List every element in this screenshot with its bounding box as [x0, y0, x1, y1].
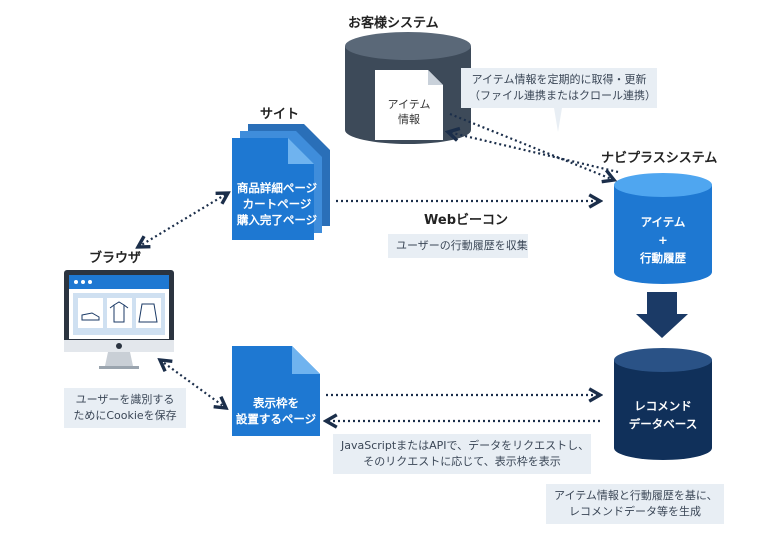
customer-doc-label-line2: 情報	[398, 113, 420, 126]
generate-caption-line2: レコメンドデータ等を生成	[569, 505, 701, 518]
recommend-db-label-line2: データベース	[628, 417, 698, 431]
navi-db-label-plus: +	[658, 233, 668, 247]
site-pages-label: 商品詳細ページ カートページ 購入完了ページ	[232, 180, 322, 228]
site-pages-document-icon	[232, 124, 330, 240]
request-caption-line2: そのリクエストに応じて、表示枠を表示	[363, 455, 561, 468]
recommend-db-label: レコメンド データベース	[614, 397, 712, 433]
site-title: サイト	[260, 107, 300, 122]
display-page-label-line1: 表示枠を	[253, 396, 299, 410]
web-beacon-title: Webビーコン	[424, 213, 508, 228]
request-caption: JavaScriptまたはAPIで、データをリクエストし、 そのリクエストに応じ…	[333, 434, 591, 474]
navi-system-cylinder	[614, 173, 712, 284]
customer-doc-label: アイテム 情報	[375, 97, 443, 127]
navi-db-label: アイテム + 行動履歴	[614, 213, 712, 267]
display-page-label: 表示枠を 設置するページ	[232, 395, 320, 427]
connector-browser-site	[138, 193, 228, 247]
web-beacon-caption: ユーザーの行動履歴を収集	[388, 234, 528, 258]
generate-caption: アイテム情報と行動履歴を基に、 レコメンドデータ等を生成	[546, 484, 724, 524]
site-page-purchase-complete: 購入完了ページ	[236, 213, 318, 227]
item-sync-caption: アイテム情報を定期的に取得・更新 （ファイル連携またはクロール連携）	[461, 68, 657, 108]
item-sync-caption-line2: （ファイル連携またはクロール連携）	[469, 89, 656, 102]
generate-caption-line1: アイテム情報と行動履歴を基に、	[554, 489, 718, 502]
browser-caption: ユーザーを識別する ためにCookieを保存	[64, 388, 186, 428]
display-page-label-line2: 設置するページ	[235, 412, 317, 426]
navi-system-title: ナビプラスシステム	[601, 151, 718, 166]
display-page-document-icon	[232, 346, 320, 436]
site-page-product-detail: 商品詳細ページ	[236, 181, 318, 195]
generate-down-arrow	[636, 292, 688, 338]
connector-navi-customer-fetch	[448, 132, 619, 174]
navi-db-label-item: アイテム	[640, 215, 686, 229]
navi-db-label-history: 行動履歴	[640, 251, 686, 265]
sync-caption-pointer	[553, 102, 563, 132]
connector-browser-display	[160, 360, 226, 408]
site-page-cart: カートページ	[242, 197, 312, 211]
customer-system-title: お客様システム	[348, 16, 439, 31]
item-info-document-icon	[375, 70, 443, 140]
request-caption-line1: JavaScriptまたはAPIで、データをリクエストし、	[341, 439, 590, 452]
browser-caption-line1: ユーザーを識別する	[75, 393, 175, 406]
customer-doc-label-line1: アイテム	[387, 98, 431, 111]
browser-title: ブラウザ	[89, 251, 142, 266]
recommend-db-label-line1: レコメンド	[634, 399, 692, 413]
browser-monitor-icon	[64, 270, 174, 369]
item-sync-caption-line1: アイテム情報を定期的に取得・更新	[471, 73, 647, 86]
recommend-db-cylinder	[614, 348, 712, 460]
browser-caption-line2: ためにCookieを保存	[73, 409, 177, 422]
connector-customer-navi-sync	[449, 112, 614, 180]
